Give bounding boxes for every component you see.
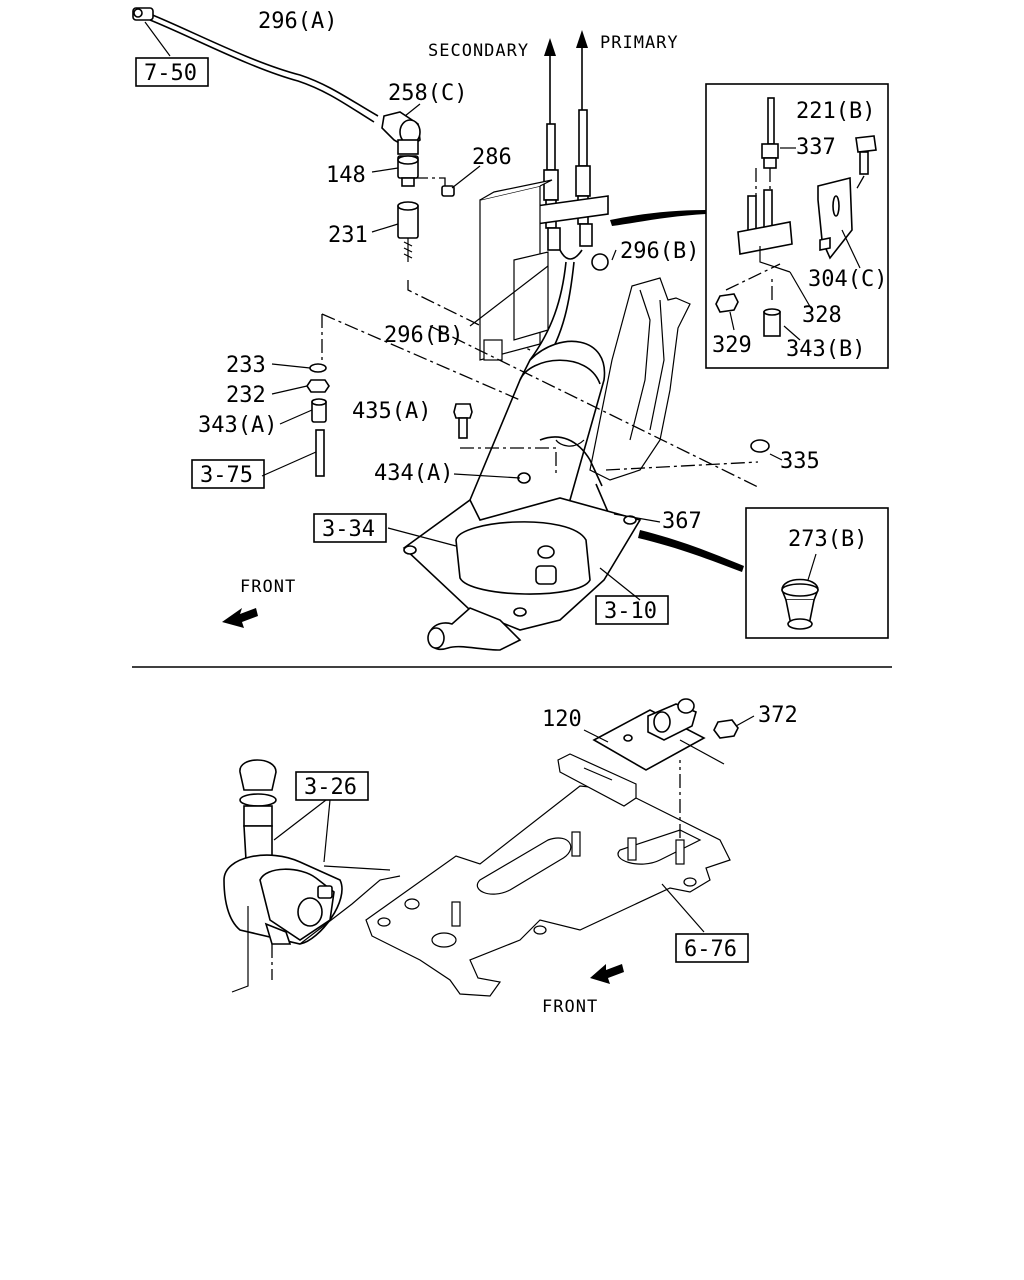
- label-296b-mid: 296(B): [384, 323, 463, 348]
- stud: [451, 901, 461, 927]
- label-435a: 435(A): [352, 399, 431, 424]
- shift-lever-base: [223, 854, 343, 945]
- ref-3-10: 3-10: [604, 599, 657, 624]
- pin: [315, 429, 325, 477]
- washer-233: [309, 363, 327, 373]
- ref-7-50: 7-50: [144, 61, 197, 86]
- label-286: 286: [472, 145, 512, 170]
- label-337: 337: [796, 135, 836, 160]
- label-304c: 304(C): [808, 267, 887, 292]
- secondary-label: SECONDARY: [428, 41, 529, 61]
- label-221b: 221(B): [796, 99, 875, 124]
- detail-wedge-top: [610, 210, 706, 226]
- label-372: 372: [758, 703, 798, 728]
- label-329: 329: [712, 333, 752, 358]
- label-233: 233: [226, 353, 266, 378]
- fitting-148: [397, 155, 419, 187]
- shift-knob: [239, 759, 277, 867]
- label-434a: 434(A): [374, 461, 453, 486]
- label-296a: 296(A): [258, 9, 337, 34]
- cable-end-secondary: [543, 123, 561, 251]
- upper-assembly: [132, 7, 783, 651]
- direction-labels: SECONDARY PRIMARY FRONT FRONT: [240, 33, 679, 1017]
- cable-end-primary: [575, 109, 593, 247]
- elbow-fitting-258c: [381, 111, 421, 155]
- lower-assembly: [223, 698, 755, 997]
- standoff-231: [397, 201, 419, 262]
- label-343a: 343(A): [198, 413, 277, 438]
- label-148: 148: [326, 163, 366, 188]
- ref-box-3-75: [191, 459, 265, 489]
- stud: [675, 839, 685, 865]
- ref-3-34: 3-34: [322, 517, 375, 542]
- ref-3-26: 3-26: [304, 775, 357, 800]
- label-328: 328: [802, 303, 842, 328]
- control-unit-box: [479, 179, 553, 361]
- ref-box-3-26: [295, 771, 369, 801]
- nut-372: [713, 719, 739, 739]
- label-258c: 258(C): [388, 81, 467, 106]
- ref-3-75: 3-75: [200, 463, 253, 488]
- ref-box-6-76: [675, 933, 749, 963]
- front-label-top: FRONT: [240, 577, 296, 597]
- bolt-435a: [453, 403, 473, 439]
- label-231: 231: [328, 223, 368, 248]
- sensor-connector: [647, 698, 697, 741]
- ref-box-3-34: [313, 513, 387, 543]
- stud: [627, 837, 637, 861]
- stud: [571, 831, 581, 857]
- label-343b: 343(B): [786, 337, 865, 362]
- base-plate: [365, 785, 731, 997]
- ref-6-76: 6-76: [684, 937, 737, 962]
- front-label-bottom: FRONT: [542, 997, 598, 1017]
- label-296b-right: 296(B): [620, 239, 699, 264]
- hose-end-fitting: [132, 7, 154, 21]
- label-335: 335: [780, 449, 820, 474]
- label-273b: 273(B): [788, 527, 867, 552]
- shift-lever-housing: [402, 277, 691, 651]
- detail-wedge-bottom: [638, 530, 744, 572]
- nut-232: [306, 379, 330, 393]
- clip-286: [441, 185, 455, 197]
- ref-box-7-50: [135, 57, 209, 87]
- plug-335: [750, 439, 770, 453]
- callout-labels: 296(A) 7-50 258(C) 286 148 231 296(B) 29…: [135, 9, 887, 963]
- hose-296a: [149, 13, 379, 117]
- ref-box-3-10: [595, 595, 669, 625]
- detail-box-cable-bracket: [705, 83, 889, 369]
- label-120: 120: [542, 707, 582, 732]
- primary-label: PRIMARY: [600, 33, 679, 53]
- detail-box-plug: [745, 507, 889, 639]
- label-367: 367: [662, 509, 702, 534]
- collar-343a: [311, 398, 327, 423]
- label-232: 232: [226, 383, 266, 408]
